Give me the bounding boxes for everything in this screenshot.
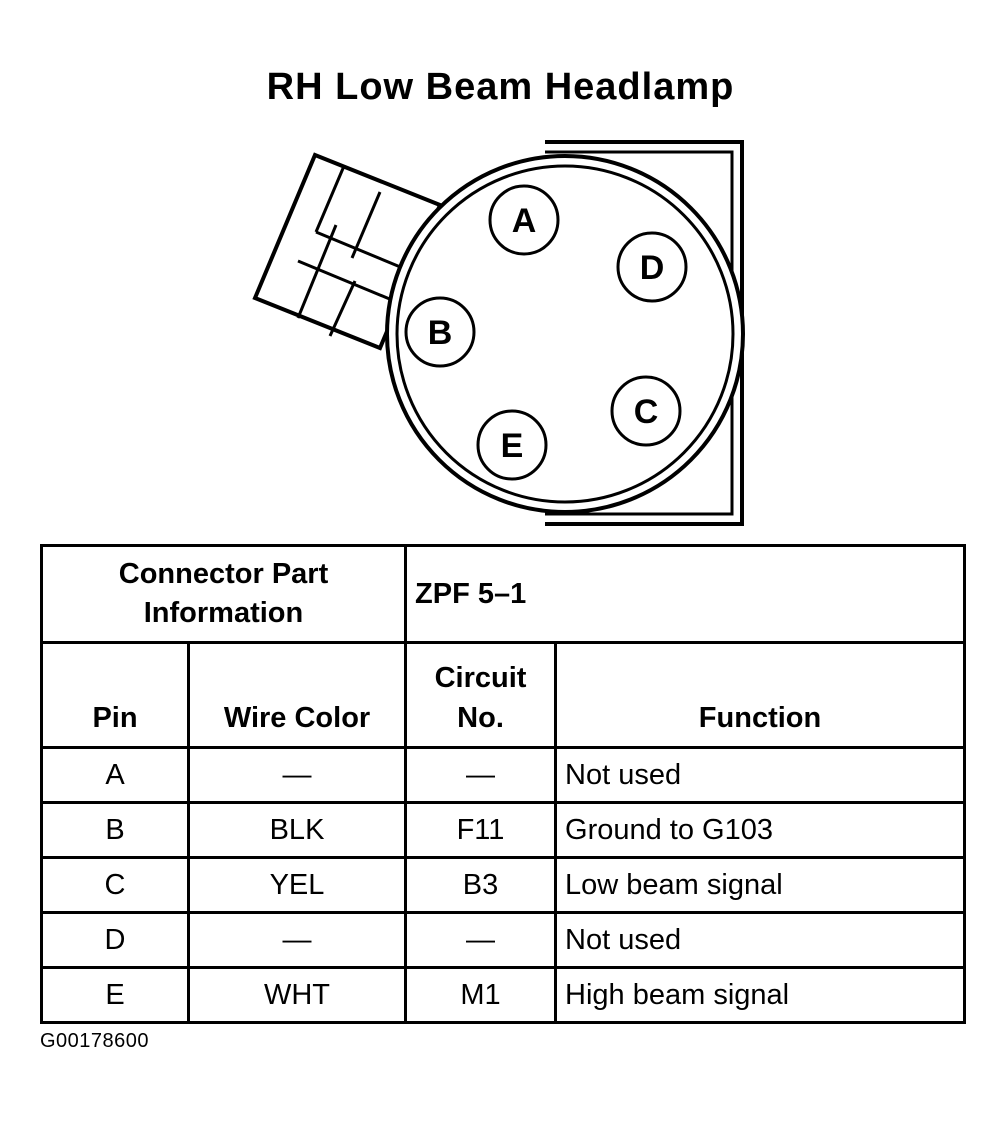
cell-function: Not used [554, 746, 967, 804]
header-circuit-line1: Circuit [434, 662, 527, 694]
pin-a-label: A [512, 202, 537, 240]
part-info-label-line2: Information [143, 597, 304, 629]
cell-wire-color: BLK [186, 801, 408, 859]
cell-wire-color: YEL [186, 856, 408, 914]
pin-c: C [610, 375, 682, 447]
part-info-label: Connector Part Information [39, 544, 408, 644]
connector-body-inner [395, 164, 735, 504]
cell-circuit: — [404, 746, 558, 804]
header-pin: Pin [40, 641, 190, 749]
cell-pin: A [40, 746, 190, 804]
part-info-label-line1: Connector Part [118, 558, 329, 590]
connector-drawing: A D B C E [252, 140, 745, 526]
header-circuit-line2: No. [457, 702, 504, 734]
header-function: Function [554, 641, 967, 749]
pinout-table: Connector Part Information ZPF 5–1 Pin W… [39, 544, 967, 1024]
cell-circuit: B3 [404, 856, 558, 914]
cell-circuit: F11 [404, 801, 558, 859]
cell-wire-color: WHT [186, 966, 408, 1024]
cell-wire-color: — [186, 911, 408, 969]
table-row: D — — Not used [40, 911, 967, 969]
table-row: B BLK F11 Ground to G103 [40, 801, 967, 859]
pin-d: D [616, 231, 688, 303]
header-function-text: Function [698, 702, 822, 734]
cell-pin: C [40, 856, 190, 914]
cell-function: Not used [554, 911, 967, 969]
cell-circuit: — [404, 911, 558, 969]
table-row: E WHT M1 High beam signal [40, 966, 967, 1024]
cell-wire-color: — [186, 746, 408, 804]
header-wire-color: Wire Color [186, 641, 408, 749]
pin-e: E [476, 409, 548, 481]
pin-b-label: B [428, 314, 453, 352]
table-row: C YEL B3 Low beam signal [40, 856, 967, 914]
cell-function: Low beam signal [554, 856, 967, 914]
cell-function: High beam signal [554, 966, 967, 1024]
part-info-value: ZPF 5–1 [404, 544, 967, 644]
header-wire-color-text: Wire Color [223, 702, 371, 734]
cell-pin: D [40, 911, 190, 969]
header-circuit: Circuit No. [404, 641, 558, 749]
cell-pin: E [40, 966, 190, 1024]
table-row: A — — Not used [40, 746, 967, 804]
pin-a: A [488, 184, 560, 256]
pin-c-label: C [634, 393, 659, 431]
column-header-row: Pin Wire Color Circuit No. Function [40, 641, 967, 749]
pin-d-label: D [640, 249, 665, 287]
cell-circuit: M1 [404, 966, 558, 1024]
diagram-title: RH Low Beam Headlamp [266, 66, 735, 108]
cell-function: Ground to G103 [554, 801, 967, 859]
part-info-row: Connector Part Information ZPF 5–1 [39, 544, 967, 644]
cell-pin: B [40, 801, 190, 859]
figure-id: G00178600 [40, 1030, 150, 1052]
pin-e-label: E [501, 427, 524, 465]
header-pin-text: Pin [92, 702, 138, 734]
pin-b: B [404, 296, 476, 368]
